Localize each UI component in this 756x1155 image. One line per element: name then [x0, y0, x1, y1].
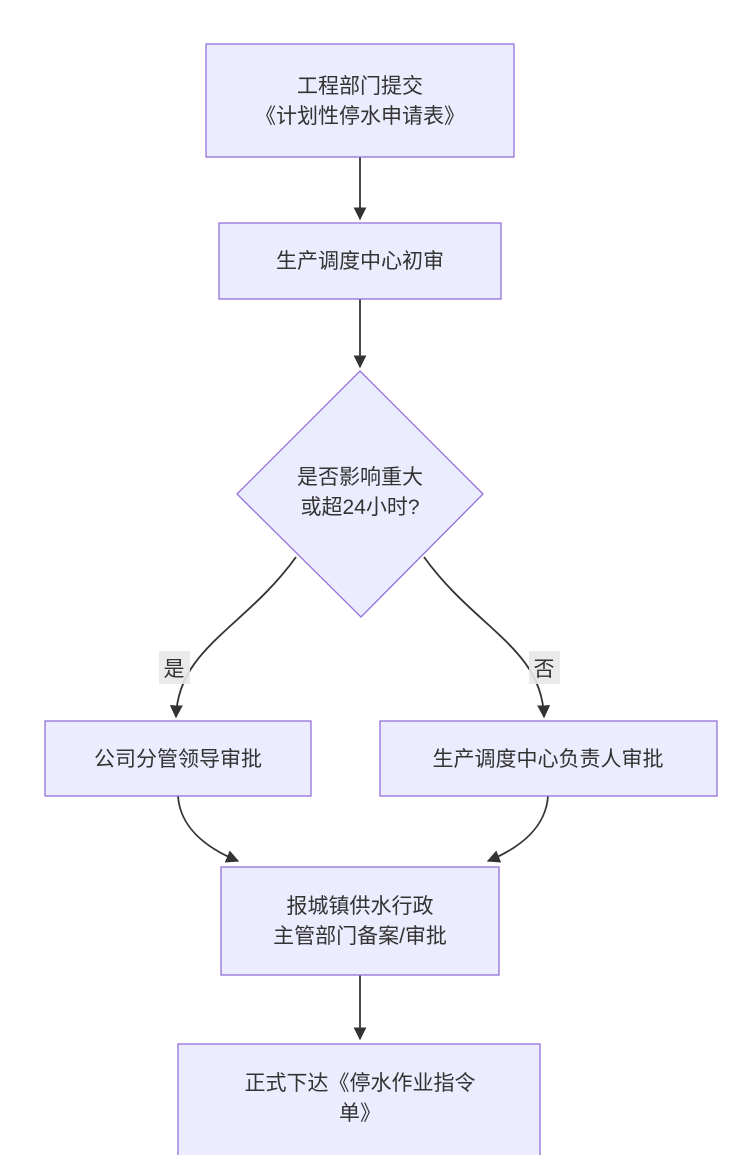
node-leader-approval-line1: 公司分管领导审批 [94, 748, 262, 771]
node-center-head-approval-line1: 生产调度中心负责人审批 [433, 748, 664, 771]
node-government-filing-line1: 报城镇供水行政 [287, 895, 434, 918]
node-center-head-approval: 生产调度中心负责人审批 [379, 720, 718, 797]
edge-label-yes-text: 是 [164, 658, 185, 681]
edge-decision-to-center-head-approval [423, 556, 551, 719]
node-initial-review-line1: 生产调度中心初审 [276, 250, 444, 273]
edge-label-no-text: 否 [534, 658, 555, 681]
node-submit-application-line1: 工程部门提交 [297, 75, 423, 98]
edge-decision-to-leader-approval [169, 556, 297, 719]
decision-major-impact-diamond [236, 370, 484, 618]
edge-center-head-approval-to-government-filing [486, 795, 549, 863]
node-leader-approval: 公司分管领导审批 [44, 720, 312, 797]
node-government-filing-box [220, 866, 500, 976]
edge-label-no: 否 [529, 651, 560, 684]
node-submit-application-box [205, 43, 515, 158]
node-government-filing-line2: 主管部门备案/审批 [273, 925, 447, 948]
node-issue-order: 正式下达《停水作业指令 单》 [177, 1043, 541, 1155]
edge-label-yes: 是 [159, 651, 190, 684]
decision-major-impact-line1: 是否影响重大 [297, 466, 423, 489]
edge-leader-approval-to-government-filing [177, 795, 240, 863]
node-government-filing: 报城镇供水行政 主管部门备案/审批 [220, 866, 500, 976]
node-issue-order-line1: 正式下达《停水作业指令 [245, 1072, 476, 1095]
node-submit-application-line2: 《计划性停水申请表》 [255, 105, 465, 128]
node-leader-approval-box [44, 720, 312, 797]
node-center-head-approval-box [379, 720, 718, 797]
edge-label-no-background [529, 651, 560, 684]
decision-major-impact: 是否影响重大 或超24小时? [236, 370, 484, 618]
node-submit-application: 工程部门提交 《计划性停水申请表》 [205, 43, 515, 158]
node-issue-order-box [177, 1043, 541, 1155]
edge-label-yes-background [159, 651, 190, 684]
node-initial-review-box [218, 222, 502, 300]
node-issue-order-line2: 单》 [339, 1102, 381, 1125]
node-initial-review: 生产调度中心初审 [218, 222, 502, 300]
decision-major-impact-line2: 或超24小时? [300, 496, 419, 519]
